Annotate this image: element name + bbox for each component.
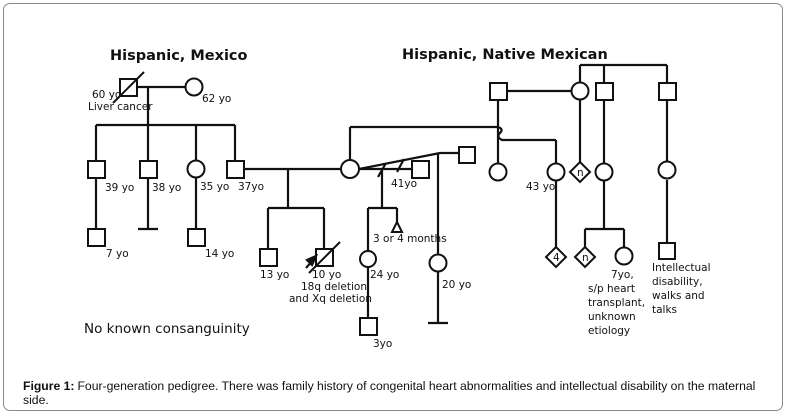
proband-arrow-icon [305, 253, 319, 269]
grandfather-note: Liver cancer [88, 101, 153, 113]
deceased-slash-icon [112, 71, 145, 104]
sibling-square [259, 248, 278, 267]
proband-deceased-slash-icon [308, 241, 341, 274]
father-square [226, 160, 245, 179]
n-label-bottom: n [582, 252, 589, 264]
grandchild-square [359, 317, 378, 336]
n-diamond-top [568, 160, 592, 184]
cousin2-age: 14 yo [205, 248, 234, 260]
n-label-top: n [577, 167, 584, 179]
n-diamond-bottom [573, 245, 597, 269]
maternal-aunt2-circle [546, 162, 566, 182]
maternal-aunt4-circle [657, 160, 677, 180]
pedigree-symbols [87, 71, 677, 336]
cousin-heart-4: unknown [588, 311, 636, 323]
proband-age: 10 yo [312, 269, 341, 281]
id-note-2: disability, [652, 276, 703, 288]
grandmother-age: 62 yo [202, 93, 231, 105]
cousin-heart-5: etiology [588, 325, 630, 337]
cousin1-square [87, 228, 106, 247]
caption-line-2: side. [23, 393, 49, 407]
caption-text-1: Four-generation pedigree. There was fami… [77, 379, 755, 393]
infant-triangle [390, 219, 404, 233]
maternal-aunt1-circle [488, 162, 508, 182]
header-right: Hispanic, Native Mexican [402, 47, 608, 63]
sibling-age: 13 yo [260, 269, 289, 281]
grandchild-age: 3yo [373, 338, 392, 350]
figure-frame [3, 3, 783, 411]
grandmother-circle [184, 77, 204, 97]
third-partner-square [458, 146, 476, 164]
aunt-circle [186, 159, 206, 179]
four-diamond [544, 245, 568, 269]
maternal-grandmother-circle [570, 81, 590, 101]
ex-partner-square [411, 160, 430, 179]
header-left: Hispanic, Mexico [110, 48, 248, 64]
father-age: 37yo [238, 181, 264, 193]
uncle1-age: 39 yo [105, 182, 134, 194]
half-sib-24-age: 24 yo [370, 269, 399, 281]
maternal-male2-square [595, 82, 614, 101]
uncle2-square [139, 160, 158, 179]
maternal-aunt-age: 43 yo [526, 181, 555, 193]
caption-bold: Figure 1: [23, 379, 74, 393]
mother-circle [340, 159, 360, 179]
maternal-male3-square [658, 82, 677, 101]
cousin2-square [187, 228, 206, 247]
maternal-aunt3-circle [594, 162, 614, 182]
proband-note-2: and Xq deletion [289, 293, 372, 305]
half-sib-24-circle [359, 250, 377, 268]
infant-label: 3 or 4 months [373, 233, 447, 245]
cousin-heart-1: 7yo, [611, 269, 634, 281]
pedigree-lines [94, 63, 669, 325]
id-note-4: talks [652, 304, 677, 316]
uncle1-square [87, 160, 106, 179]
half-sib-20-age: 20 yo [442, 279, 471, 291]
four-label: 4 [553, 252, 560, 264]
proband-note-1: 18q deletion [301, 281, 367, 293]
cousin-id-square [658, 242, 676, 260]
ex-partner-age: 41yo [391, 178, 417, 190]
cousin1-age: 7 yo [106, 248, 129, 260]
grandfather-age: 60 yo [92, 89, 121, 101]
consanguinity-note: No known consanguinity [84, 321, 250, 337]
half-sib-20-circle [428, 253, 448, 273]
id-note-3: walks and [652, 290, 705, 302]
aunt-age: 35 yo [200, 181, 229, 193]
id-note-1: Intellectual [652, 262, 711, 274]
cousin-heart-2: s/p heart [588, 283, 635, 295]
caption-line-1: Figure 1:Four-generation pedigree. There… [23, 379, 755, 393]
maternal-male-square [489, 82, 508, 101]
uncle2-age: 38 yo [152, 182, 181, 194]
cousin-heart-3: transplant, [588, 297, 645, 309]
cousin-heart-circle [614, 246, 634, 266]
